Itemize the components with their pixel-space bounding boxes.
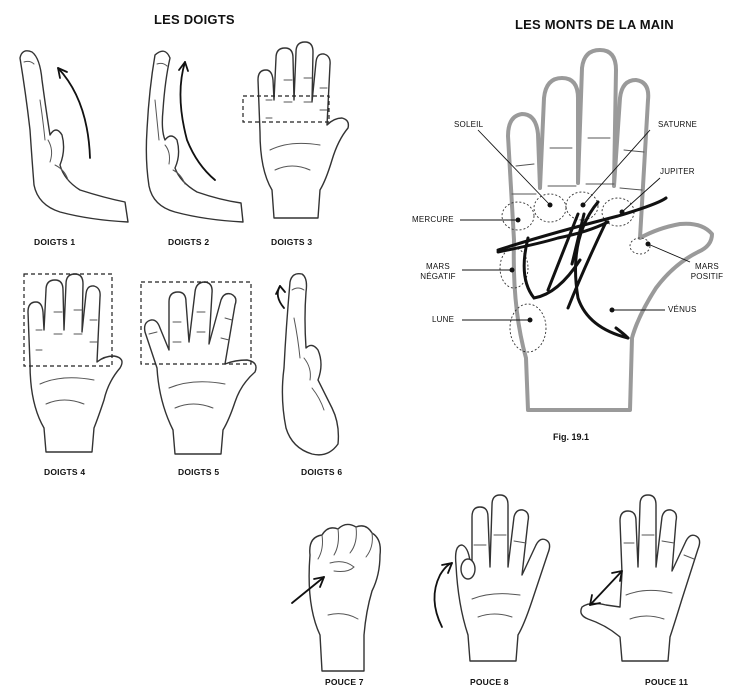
label-lune: LUNE: [432, 315, 455, 324]
label-mars-negatif-line1: MARS: [426, 262, 450, 271]
label-mars-negatif-line2: NÉGATIF: [420, 272, 456, 281]
label-venus: VÉNUS: [668, 305, 697, 314]
fingers-5-hand-icon: [140, 281, 257, 455]
label-saturne: SATURNE: [658, 120, 698, 129]
fingers-heading: LES DOIGTS: [154, 12, 235, 27]
thumb-11-hand-icon: [580, 494, 701, 662]
fingers-2-caption: DOIGTS 2: [168, 237, 210, 247]
label-mars-positif-line1: MARS: [695, 262, 719, 271]
fingers-4-hand-icon: [23, 273, 123, 453]
fingers-4-caption: DOIGTS 4: [44, 467, 86, 477]
label-mercure: MERCURE: [412, 215, 454, 224]
thumb-7-caption: POUCE 7: [325, 677, 364, 687]
fingers-5-caption: DOIGTS 5: [178, 467, 220, 477]
thumb-7-fist-icon: [291, 523, 382, 672]
fingers-3-caption: DOIGTS 3: [271, 237, 313, 247]
fingers-1-hand-icon: [19, 50, 129, 223]
label-mars-positif: MARS POSITIF: [688, 262, 726, 282]
thumb-11-caption: POUCE 11: [645, 677, 689, 687]
thumb-8-caption: POUCE 8: [470, 677, 509, 687]
label-soleil: SOLEIL: [454, 120, 484, 129]
label-mars-positif-line2: POSITIF: [690, 272, 724, 281]
thumb-8-hand-icon: [433, 494, 551, 662]
figure-caption: Fig. 19.1: [553, 432, 590, 442]
palm-mounts-hand-icon: [496, 48, 714, 412]
fingers-2-hand-icon: [145, 50, 244, 223]
fingers-6-hand-icon: [275, 272, 340, 456]
fingers-6-caption: DOIGTS 6: [301, 467, 343, 477]
label-jupiter: JUPITER: [660, 167, 695, 176]
label-mars-negatif: MARS NÉGATIF: [418, 262, 458, 282]
fingers-1-caption: DOIGTS 1: [34, 237, 76, 247]
mounts-heading: LES MONTS DE LA MAIN: [515, 17, 674, 32]
fingers-3-hand-icon: [242, 41, 350, 219]
